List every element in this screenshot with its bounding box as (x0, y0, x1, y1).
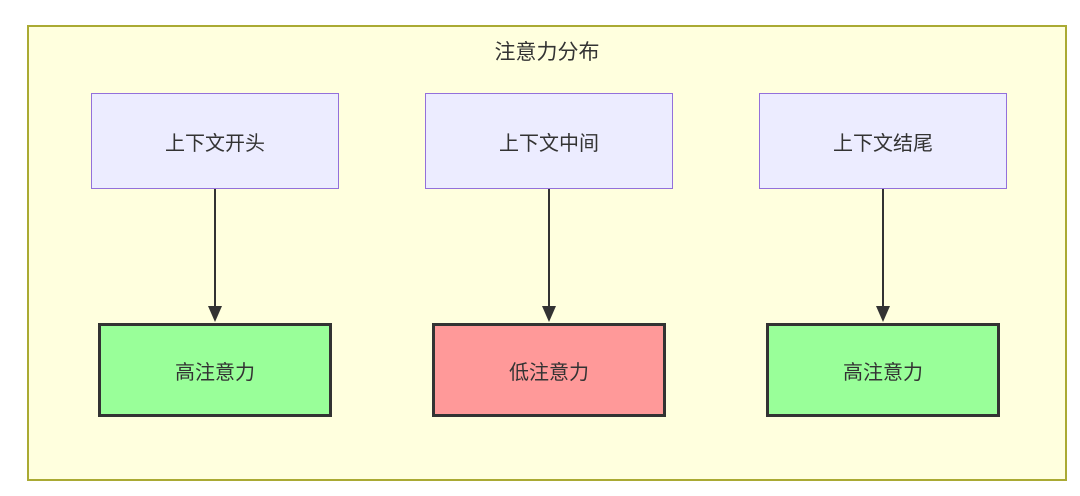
flow-column-context-middle: 上下文中间 低注意力 (425, 93, 673, 417)
node-label: 上下文中间 (499, 132, 599, 155)
diagram-title: 注意力分布 (494, 41, 600, 64)
attention-distribution-group: 注意力分布 上下文开头 高注意力 上下文中间 低注意力 (27, 25, 1067, 481)
node-label: 高注意力 (843, 361, 923, 384)
node-label: 高注意力 (175, 361, 255, 384)
arrow-down-icon (208, 189, 222, 322)
node-low-attention: 低注意力 (432, 323, 666, 417)
arrow-down-icon (876, 189, 890, 322)
node-label: 上下文开头 (165, 132, 265, 155)
node-label: 低注意力 (509, 361, 589, 384)
flow-column-context-end: 上下文结尾 高注意力 (759, 93, 1007, 417)
node-context-middle: 上下文中间 (425, 93, 673, 189)
node-high-attention-2: 高注意力 (766, 323, 1000, 417)
node-context-end: 上下文结尾 (759, 93, 1007, 189)
flow-column-context-start: 上下文开头 高注意力 (91, 93, 339, 417)
node-context-start: 上下文开头 (91, 93, 339, 189)
node-high-attention-1: 高注意力 (98, 323, 332, 417)
arrow-down-icon (542, 189, 556, 322)
node-label: 上下文结尾 (833, 132, 933, 155)
